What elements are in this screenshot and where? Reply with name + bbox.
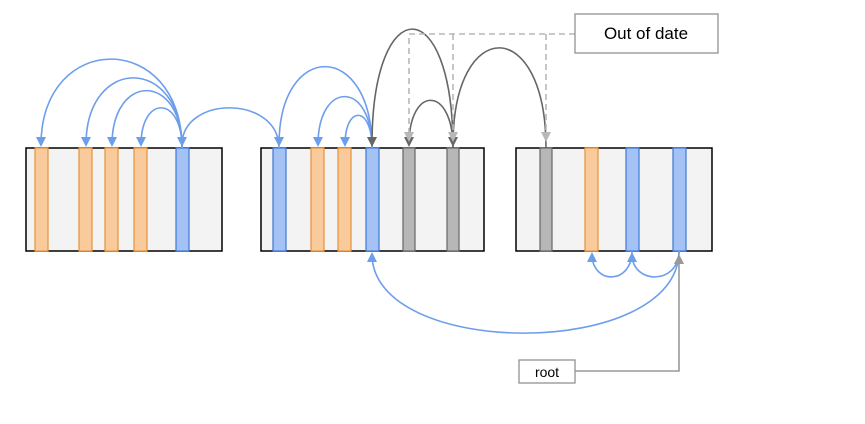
block-2 [260,147,485,252]
gray-entry [446,147,460,252]
block-1 [25,147,223,252]
block-3 [515,147,713,252]
root-label: root [535,364,559,380]
blue-entry [672,147,687,252]
blue-entry [175,147,190,252]
orange-entry [104,147,119,252]
out-of-date-label-box: Out of date [574,13,719,54]
orange-entry [310,147,325,252]
orange-entry [584,147,599,252]
blue-entry [365,147,380,252]
block-1-pointer-arrows [36,58,280,149]
root-pointer-arrows [367,250,680,334]
blue-entry [272,147,287,252]
gray-entry [539,147,553,252]
block-2-pointer-arrows [274,65,373,149]
orange-entry [78,147,93,252]
gray-entry [402,147,416,252]
orange-entry [133,147,148,252]
blue-entry [625,147,640,252]
root-connector [575,254,684,372]
out-of-date-label: Out of date [604,24,688,43]
out-of-date-arrows [367,28,547,149]
root-label-box: root [518,359,576,384]
out-of-date-connectors [404,33,575,142]
orange-entry [337,147,352,252]
orange-entry [34,147,49,252]
